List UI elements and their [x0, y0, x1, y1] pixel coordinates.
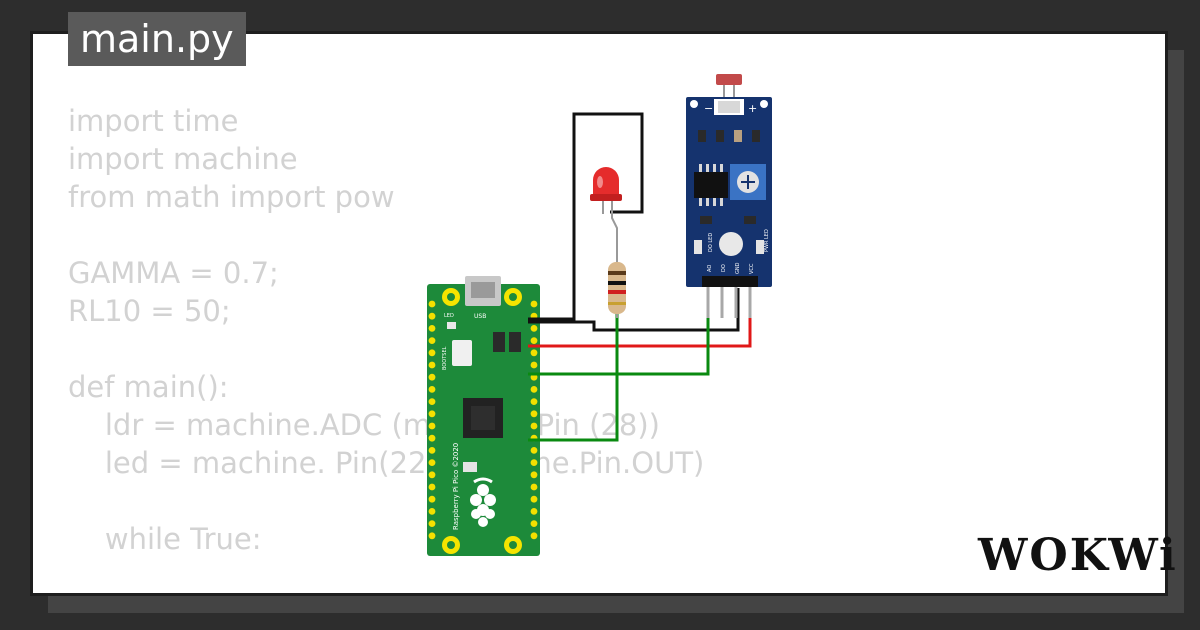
code-line: import machine	[68, 142, 298, 176]
do-led-label: DO LED	[708, 233, 714, 252]
pico-pin[interactable]	[428, 532, 436, 540]
pico-pin[interactable]	[530, 471, 538, 479]
pico-pin[interactable]	[428, 337, 436, 344]
regulator-chip	[493, 332, 505, 352]
code-line: RL10 = 50;	[68, 294, 231, 328]
onboard-led	[447, 322, 456, 329]
pico-pin[interactable]	[428, 300, 436, 308]
pin-label-vcc: VCC	[749, 263, 755, 274]
pico-pin[interactable]	[428, 325, 436, 332]
code-line: import time	[68, 104, 239, 138]
pin-label-do: DO	[721, 264, 727, 272]
wokwi-logo: WOKWi	[978, 530, 1176, 582]
pico-pin[interactable]	[428, 349, 436, 357]
pico-pin[interactable]	[530, 325, 538, 332]
do-led	[694, 240, 702, 254]
pico-pin[interactable]	[530, 422, 538, 430]
pico-pin[interactable]	[428, 520, 436, 527]
code-line: while True:	[68, 522, 262, 556]
pico-pin[interactable]	[530, 520, 538, 527]
pico-pin[interactable]	[530, 361, 538, 369]
pico-pin[interactable]	[530, 447, 538, 454]
raspberry-logo-icon	[470, 477, 496, 527]
usb-label: USB	[474, 313, 486, 320]
pin-label-gnd: GND	[735, 262, 741, 274]
wire-black-gnd[interactable]	[528, 288, 740, 332]
code-line: def main():	[68, 370, 229, 404]
pico-pin[interactable]	[428, 447, 436, 454]
pico-pin[interactable]	[530, 532, 538, 540]
pico-pin[interactable]	[428, 410, 436, 418]
wire-black-led[interactable]	[528, 112, 644, 321]
pico-pin[interactable]	[428, 398, 436, 405]
wire-red-vcc[interactable]	[528, 288, 752, 348]
plus-label: +	[748, 102, 757, 115]
pico-pin[interactable]	[428, 471, 436, 479]
pico-pin[interactable]	[530, 398, 538, 405]
resistor[interactable]	[608, 256, 626, 318]
pico-pin[interactable]	[530, 495, 538, 503]
pico-pin[interactable]	[428, 373, 436, 381]
bootsel-button[interactable]	[452, 340, 472, 366]
pwr-led	[756, 240, 764, 254]
pico-pin[interactable]	[530, 386, 538, 393]
pico-pin[interactable]	[530, 483, 538, 491]
bootsel-label: BOOTSEL	[442, 346, 448, 370]
pico-pin[interactable]	[428, 361, 436, 369]
pin-header	[702, 276, 758, 287]
code-line: GAMMA = 0.7;	[68, 256, 279, 290]
file-tab[interactable]: main.py	[68, 12, 246, 66]
photoresistor[interactable]	[716, 74, 742, 85]
wire-green-led[interactable]	[528, 310, 619, 442]
ldr-module[interactable]: − + DO LED PWR LED AO DO	[686, 74, 772, 318]
board-label: Raspberry Pi Pico ©2020	[452, 443, 460, 530]
pico-pin[interactable]	[428, 508, 436, 515]
pico-pin[interactable]	[530, 337, 538, 344]
pico-pin[interactable]	[530, 459, 538, 466]
pico-pin[interactable]	[428, 434, 436, 442]
pico-pin[interactable]	[530, 508, 538, 515]
flash-chip	[509, 332, 521, 352]
pico-pin[interactable]	[428, 422, 436, 430]
code-preview: import time import machine from math impor…	[68, 102, 704, 558]
wokwi-wordmark: WOKWi	[978, 530, 1178, 581]
comparator-chip	[694, 172, 728, 198]
minus-label: −	[704, 102, 713, 115]
pico-pin[interactable]	[530, 300, 538, 308]
pico-pin[interactable]	[428, 483, 436, 491]
code-line: from math import pow	[68, 180, 395, 214]
pico-pin[interactable]	[428, 459, 436, 466]
pico-pin[interactable]	[428, 495, 436, 503]
pwr-led-label: PWR LED	[764, 229, 770, 252]
pico-pin[interactable]	[530, 410, 538, 418]
raspberry-pi-pico[interactable]: USB LED BOOTSEL Raspberry Pi Pico ©2020	[427, 276, 540, 556]
pico-pin[interactable]	[428, 312, 436, 320]
pico-pin[interactable]	[530, 349, 538, 357]
debug-pad	[463, 462, 477, 472]
pico-pin[interactable]	[428, 386, 436, 393]
preview-card	[30, 31, 1168, 596]
pin-label-ao: AO	[707, 265, 713, 272]
wires	[528, 112, 752, 442]
red-led[interactable]	[590, 167, 622, 262]
led-label: LED	[444, 313, 454, 319]
